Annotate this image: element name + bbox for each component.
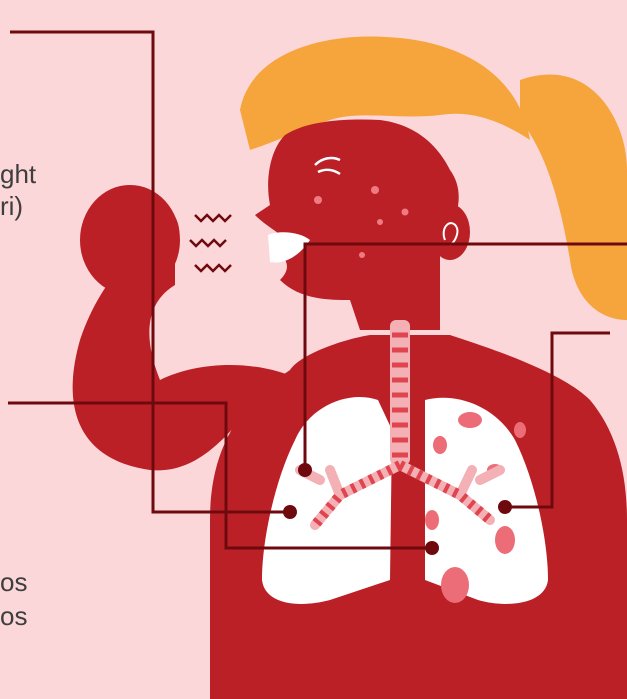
callout-dot-icon [283,505,297,519]
label-fragment-bottom-1: os [0,566,27,598]
callout-dot-icon [498,500,512,514]
head [255,120,459,330]
label-fragment-bottom-2: os [0,600,27,632]
ear-icon [430,204,470,260]
label-fragment-top-1: ght [0,158,36,190]
cough-waves-icon [190,215,231,271]
callout-dot-icon [298,463,312,477]
callout-dot-icon [425,541,439,555]
label-fragment-top-2: ri) [0,190,23,222]
